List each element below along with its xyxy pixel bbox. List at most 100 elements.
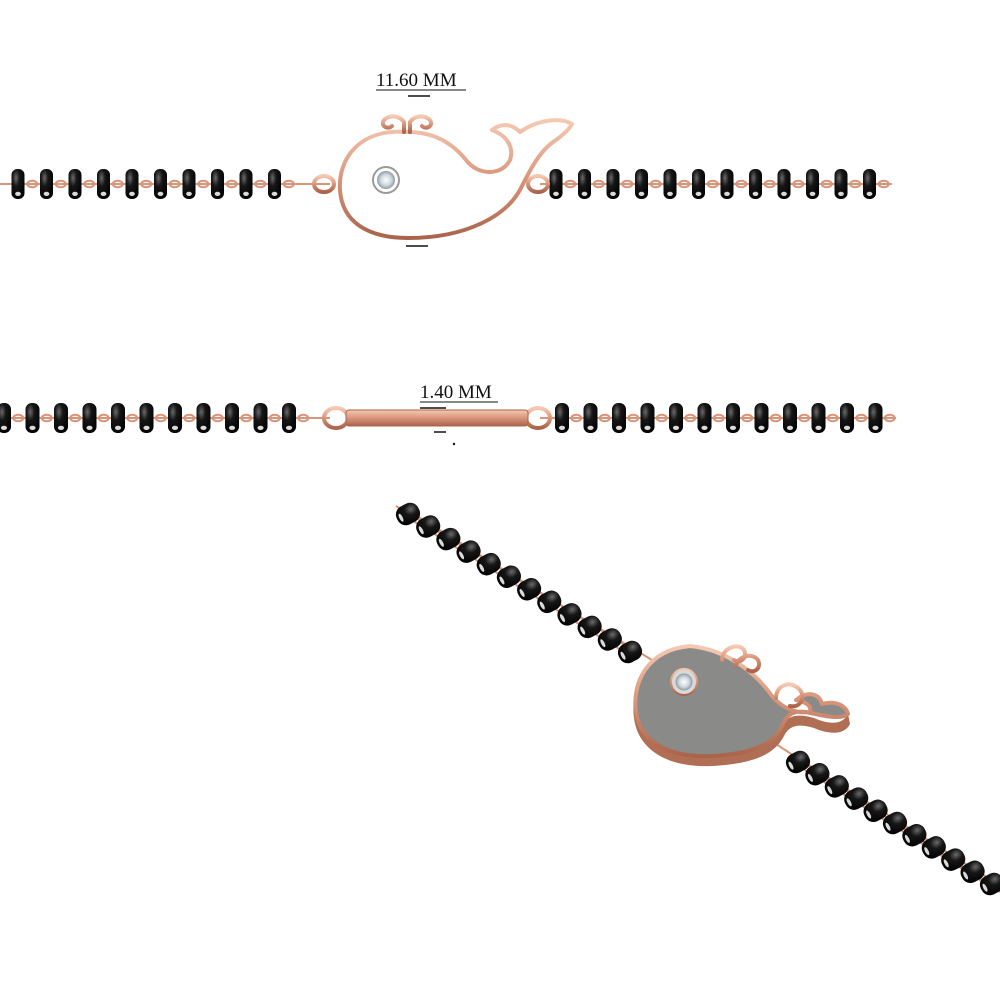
bead xyxy=(868,403,883,433)
bead xyxy=(882,811,908,835)
bead xyxy=(979,872,1000,896)
chain-link xyxy=(268,413,281,423)
bead xyxy=(416,515,441,538)
bead xyxy=(182,169,196,199)
side-view: 1.40 MM xyxy=(0,382,896,446)
bead xyxy=(97,169,110,199)
chain-link xyxy=(154,413,167,423)
chain-link xyxy=(684,413,697,423)
chain-link xyxy=(820,179,833,189)
front-view: 11.60 MM xyxy=(0,70,892,247)
persp-beads-upper xyxy=(395,502,643,664)
persp-beads-lower xyxy=(785,750,1000,896)
chain-link xyxy=(12,413,25,423)
side-pendant-bar xyxy=(345,409,529,427)
chain-link xyxy=(225,179,238,189)
bead xyxy=(777,169,791,199)
chain-link xyxy=(197,179,210,189)
bead xyxy=(578,169,591,199)
bead xyxy=(555,403,569,433)
side-beads-left xyxy=(0,403,310,433)
bead xyxy=(840,403,854,433)
bead xyxy=(168,403,182,433)
chain-link xyxy=(598,413,611,423)
front-beads-right xyxy=(549,169,890,199)
chain-link xyxy=(855,413,868,423)
front-jump-ring-right xyxy=(526,174,550,194)
chain-link xyxy=(712,413,725,423)
chain-link xyxy=(627,413,640,423)
bead xyxy=(844,787,869,810)
bead xyxy=(282,403,296,433)
bead xyxy=(720,169,734,199)
bead xyxy=(125,169,139,199)
bead xyxy=(476,552,501,576)
chain-link xyxy=(564,179,577,189)
bead xyxy=(0,403,11,433)
chain-link xyxy=(26,179,39,189)
chain-link xyxy=(706,179,719,189)
chain-link xyxy=(54,179,67,189)
bead xyxy=(692,169,705,199)
chain-link xyxy=(97,413,110,423)
bead xyxy=(154,169,167,199)
bead xyxy=(25,403,40,433)
chain-link xyxy=(621,179,634,189)
chain-link xyxy=(211,413,224,423)
bead xyxy=(11,169,25,199)
bead xyxy=(617,640,643,664)
chain-link xyxy=(649,179,662,189)
bead xyxy=(456,540,481,563)
bead xyxy=(557,603,582,626)
bead xyxy=(960,860,985,884)
chain-link xyxy=(769,413,782,423)
bead xyxy=(749,169,762,199)
chain-link xyxy=(798,413,811,423)
side-beads-right xyxy=(555,403,896,433)
chain-link xyxy=(168,179,181,189)
bead xyxy=(68,169,82,199)
bead xyxy=(583,403,598,433)
bead xyxy=(577,615,602,639)
side-thickness-dimension-label: 1.40 MM xyxy=(420,382,492,403)
chain-link xyxy=(183,413,196,423)
chain-link xyxy=(254,179,267,189)
front-beads-left xyxy=(11,169,295,199)
bead xyxy=(669,403,683,433)
bead xyxy=(941,848,966,871)
bead xyxy=(537,590,562,614)
front-width-dimension-label: 11.60 MM xyxy=(376,70,457,91)
bead xyxy=(834,169,848,199)
chain-link xyxy=(826,413,839,423)
front-diamond-eye-icon xyxy=(377,171,395,189)
front-whale-outline xyxy=(337,118,574,240)
bead xyxy=(239,169,253,199)
chain-link xyxy=(763,179,776,189)
chain-link xyxy=(570,413,583,423)
bead xyxy=(225,403,239,433)
front-whale-spout xyxy=(381,114,433,134)
bead xyxy=(82,403,97,433)
bead xyxy=(40,169,53,199)
bead xyxy=(663,169,677,199)
bead xyxy=(612,403,626,433)
bead xyxy=(436,527,461,551)
chain-link xyxy=(883,413,896,423)
bead xyxy=(726,403,740,433)
bead xyxy=(806,169,819,199)
bead xyxy=(211,169,224,199)
chain-link xyxy=(849,179,862,189)
chain-link xyxy=(735,179,748,189)
chain-link xyxy=(592,179,605,189)
bead xyxy=(902,823,927,847)
bead xyxy=(517,578,542,601)
chain-link xyxy=(126,413,139,423)
chain-link xyxy=(678,179,691,189)
bead xyxy=(606,169,620,199)
chain-link xyxy=(877,179,890,189)
bead xyxy=(863,799,888,823)
bead xyxy=(549,169,563,199)
chain-link xyxy=(297,413,310,423)
bead xyxy=(783,403,797,433)
